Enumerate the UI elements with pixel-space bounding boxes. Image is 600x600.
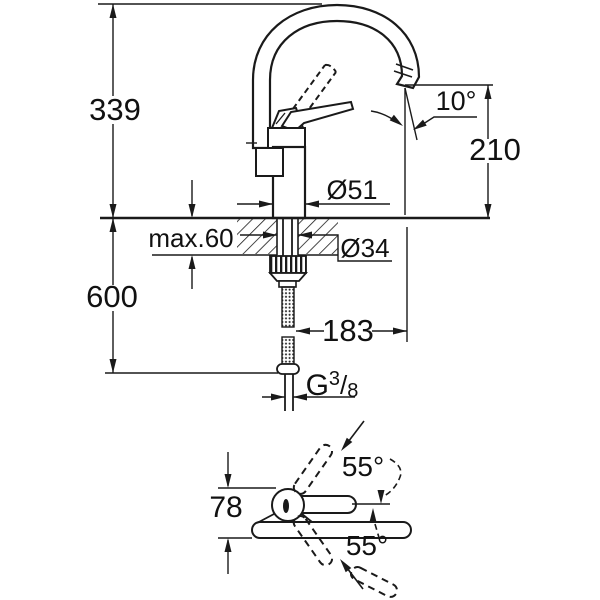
shank-pipe bbox=[282, 218, 293, 256]
counter-hole-edges bbox=[276, 218, 299, 255]
body-housing bbox=[267, 127, 306, 149]
spout-nut bbox=[255, 147, 284, 177]
dim-hose-length-label: 600 bbox=[86, 279, 138, 314]
dimension-lines bbox=[98, 3, 493, 398]
spout-plan bbox=[251, 521, 412, 539]
angle-slant-line bbox=[404, 87, 418, 141]
dimension-arrowheads bbox=[109, 4, 492, 401]
hose-lower bbox=[281, 336, 295, 365]
spout-aerator-seams bbox=[393, 63, 414, 78]
connection-tailpipe bbox=[284, 374, 294, 411]
base-connections bbox=[256, 513, 313, 524]
dim-outlet-height-label: 210 bbox=[469, 132, 521, 167]
top-view-arrowheads bbox=[224, 437, 385, 573]
mounting-nut-taper bbox=[268, 272, 308, 282]
mounting-nut-knurl bbox=[269, 255, 307, 274]
lever-swivel-dashed bbox=[292, 443, 398, 598]
dim-spout-reach-label: 183 bbox=[322, 313, 374, 348]
dim-base-diameter-label: Ø51 bbox=[326, 175, 377, 205]
dim-thread-label: G3/8 bbox=[306, 368, 359, 402]
dim-body-width-label: 78 bbox=[209, 491, 242, 524]
dimension-labels: 339 10° 210 Ø51 max.60 Ø34 600 183 G3/8 … bbox=[86, 86, 521, 561]
handle-lever bbox=[280, 100, 355, 133]
top-view bbox=[218, 420, 412, 598]
handle-ball-mark bbox=[283, 499, 289, 513]
hose-end-flange bbox=[276, 363, 300, 375]
dim-10-leader bbox=[416, 116, 477, 129]
dim-mounting-thickness-label: max.60 bbox=[148, 223, 233, 253]
swivel-arcs bbox=[374, 458, 402, 542]
dim-overall-height-label: 339 bbox=[89, 92, 141, 127]
dim-swivel-upper-label: 55° bbox=[342, 451, 384, 482]
dim-spout-angle-label: 10° bbox=[436, 86, 477, 116]
side-view bbox=[98, 3, 493, 411]
mounting-nut-collar bbox=[278, 280, 297, 288]
hose-upper bbox=[281, 286, 295, 328]
dim-swivel-lower-label: 55° bbox=[346, 530, 388, 561]
dim-hole-diameter-label: Ø34 bbox=[340, 233, 389, 263]
